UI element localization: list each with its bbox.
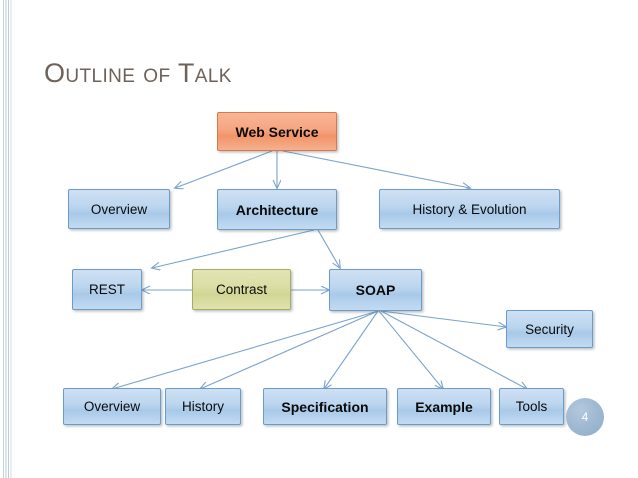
node-overview-bottom[interactable]: Overview: [63, 388, 161, 425]
slide-number-badge: 4: [566, 398, 604, 436]
node-specification[interactable]: Specification: [263, 388, 387, 425]
page-title: Outline of Talk: [44, 58, 232, 88]
node-tools[interactable]: Tools: [499, 388, 564, 425]
node-history-evolution[interactable]: History & Evolution: [379, 189, 560, 229]
node-soap[interactable]: SOAP: [329, 269, 422, 311]
node-contrast[interactable]: Contrast: [192, 269, 291, 310]
node-example[interactable]: Example: [397, 388, 491, 425]
node-history[interactable]: History: [165, 388, 241, 425]
node-architecture[interactable]: Architecture: [217, 189, 337, 230]
node-rest[interactable]: REST: [72, 269, 142, 310]
node-security[interactable]: Security: [506, 310, 593, 348]
node-web-service[interactable]: Web Service: [217, 112, 337, 151]
node-overview-top[interactable]: Overview: [68, 189, 170, 229]
